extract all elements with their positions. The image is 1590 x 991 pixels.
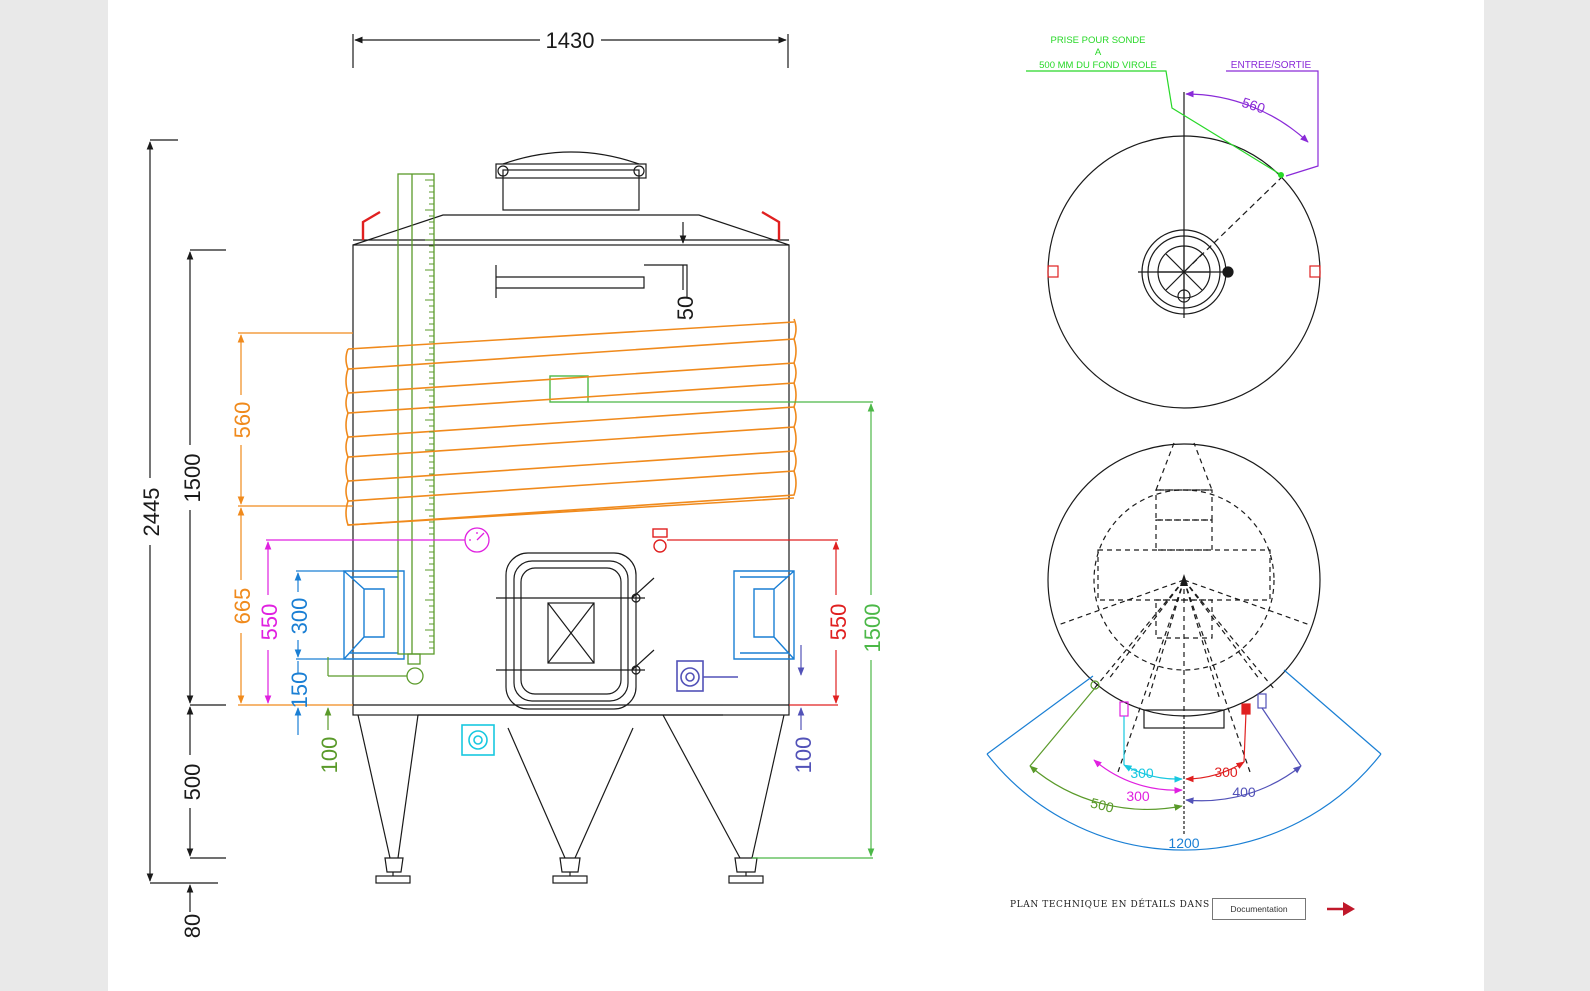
dim-blue-1200: 1200 bbox=[1168, 835, 1199, 851]
tank-legs bbox=[357, 714, 785, 884]
dim-jacket-height: 560 bbox=[230, 402, 255, 439]
sample-tap bbox=[652, 528, 668, 553]
dim-outlet-left: 100 bbox=[317, 737, 342, 774]
lifting-lug-right bbox=[761, 210, 781, 240]
probe-label-line3: 500 MM DU FOND VIROLE bbox=[1039, 60, 1157, 71]
inout-label: ENTREE/SORTIE bbox=[1231, 60, 1312, 71]
dim-cyan-300: 300 bbox=[1130, 765, 1154, 781]
tank-shell bbox=[352, 244, 790, 716]
lifting-lug-left bbox=[361, 210, 381, 240]
top-manway bbox=[495, 151, 647, 211]
dim-indigo-400: 400 bbox=[1232, 784, 1256, 800]
dim-door-opening: 300 bbox=[287, 598, 312, 635]
dim-legs: 500 bbox=[180, 764, 205, 801]
probe-label-line1: PRISE POUR SONDE bbox=[1050, 35, 1145, 46]
dim-gauge-height: 550 bbox=[257, 604, 282, 641]
dim-outlet-right: 100 bbox=[791, 737, 816, 774]
tank-front-view bbox=[343, 151, 795, 884]
pressure-gauge bbox=[464, 527, 490, 553]
bottom-view bbox=[986, 442, 1382, 851]
probe-label-line2: A bbox=[1095, 47, 1102, 58]
side-hatches bbox=[343, 570, 795, 660]
top-view bbox=[1026, 70, 1321, 409]
level-tube-scale bbox=[425, 179, 434, 649]
technical-drawing: 1430 2445 1500 500 80 50 560 665 550 300… bbox=[139, 28, 1382, 938]
probe-box bbox=[549, 375, 589, 403]
dim-total-height: 2445 bbox=[139, 488, 164, 537]
documentation-button[interactable]: Documentation bbox=[1212, 898, 1306, 920]
dim-magenta-300: 300 bbox=[1126, 788, 1150, 804]
dim-jacket-base: 665 bbox=[230, 588, 255, 625]
drain-valve bbox=[461, 724, 495, 756]
dim-olive-500: 500 bbox=[1089, 795, 1116, 816]
dim-tap-height: 550 bbox=[826, 604, 851, 641]
dim-shell-height: 1500 bbox=[180, 454, 205, 503]
footer-note: PLAN TECHNIQUE EN DÉTAILS DANS bbox=[1010, 900, 1210, 910]
arrow-right-icon[interactable] bbox=[1325, 899, 1357, 919]
dim-width: 1430 bbox=[546, 28, 595, 53]
dim-top-offset: 50 bbox=[673, 296, 698, 320]
drawing-sheet: 1430 2445 1500 500 80 50 560 665 550 300… bbox=[108, 0, 1484, 991]
front-door bbox=[496, 552, 655, 710]
dim-feet: 80 bbox=[180, 914, 205, 938]
cooling-jacket bbox=[345, 318, 797, 526]
front-dimensions bbox=[146, 34, 875, 912]
dim-door-base: 150 bbox=[287, 672, 312, 709]
dim-red-300: 300 bbox=[1214, 764, 1238, 780]
dim-arc-560: 560 bbox=[1240, 94, 1267, 117]
dim-probe-height: 1500 bbox=[860, 604, 885, 653]
outlet-valve bbox=[676, 660, 738, 692]
